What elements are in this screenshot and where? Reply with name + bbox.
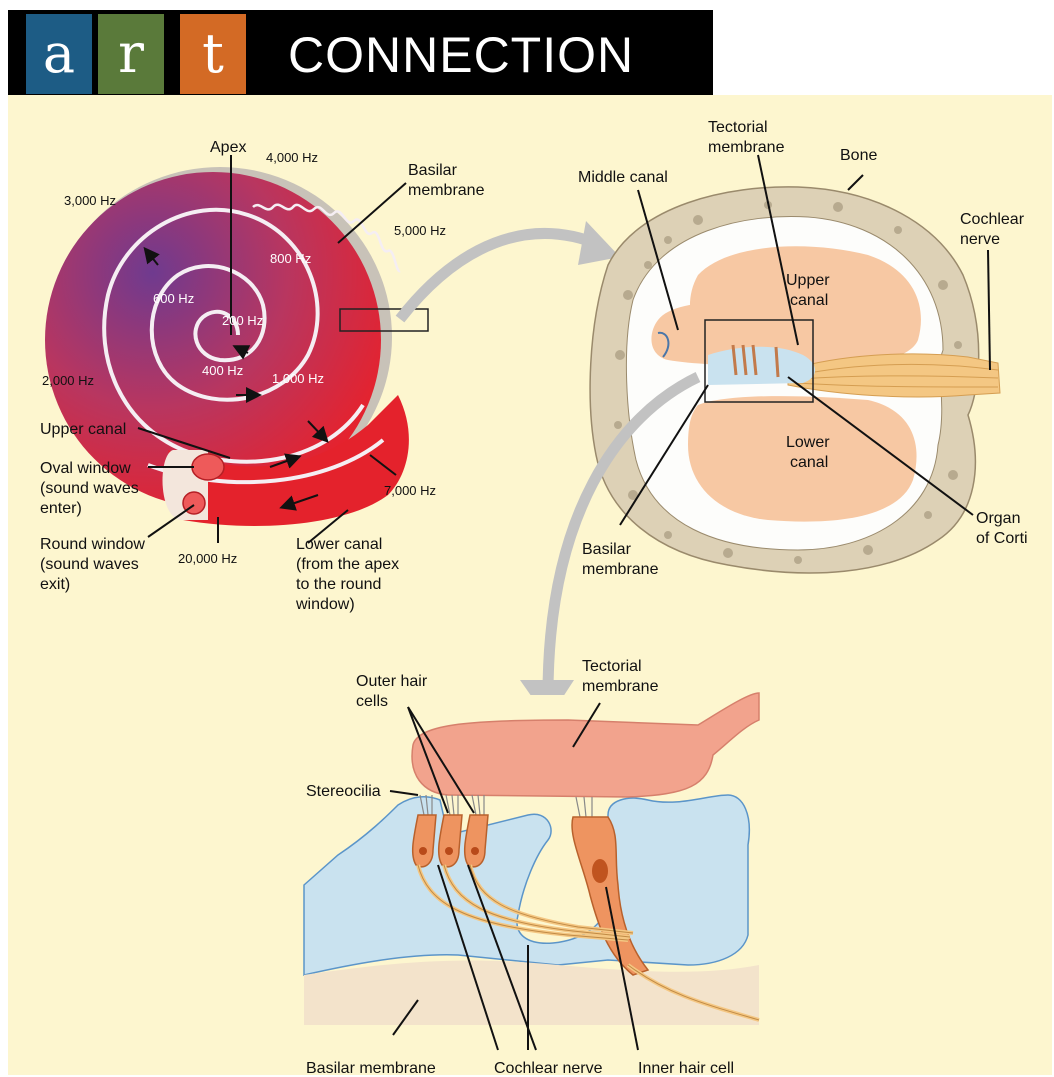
freq-400: 400 Hz — [202, 363, 243, 378]
cochlea-diagram: Apex Basilar membrane Upper canal Oval w… — [8, 95, 1052, 1075]
cs-label-organ-1: Organ — [976, 510, 1020, 527]
freq-1000: 1,000 Hz — [272, 371, 324, 386]
freq-200: 200 Hz — [222, 313, 263, 328]
cs-label-cochlear-1: Cochlear — [960, 211, 1025, 228]
cs-label-upper-2: canal — [790, 292, 828, 309]
label-oval-2: (sound waves — [40, 480, 139, 497]
detail-organ-of-corti: Outer hair cells Tectorial membrane Ster… — [304, 658, 759, 1075]
cs-label-basilar-2: membrane — [582, 561, 659, 578]
header-title: CONNECTION — [288, 30, 634, 80]
freq-20000: 20,000 Hz — [178, 551, 237, 566]
label-apex: Apex — [210, 139, 246, 156]
cs-label-middle: Middle canal — [578, 169, 668, 186]
cs-label-basilar-1: Basilar — [582, 541, 632, 558]
oval-window — [192, 454, 224, 480]
freq-800: 800 Hz — [270, 251, 311, 266]
cs-label-bone: Bone — [840, 147, 877, 164]
header-letter-a: a — [26, 14, 92, 94]
freq-2000: 2,000 Hz — [42, 373, 94, 388]
dt-label-outer-hair-1: Outer hair — [356, 673, 428, 690]
label-basilar-2: membrane — [408, 182, 485, 199]
label-lower-3: to the round — [296, 576, 381, 593]
label-round-1: Round window — [40, 536, 145, 553]
header-letter-t: t — [180, 14, 246, 94]
art-connection-header: a r t CONNECTION — [8, 10, 713, 95]
dt-label-basilar: Basilar membrane — [306, 1060, 436, 1075]
dt-label-tectorial-2: membrane — [582, 678, 659, 695]
dt-label-inner: Inner hair cell — [638, 1060, 734, 1075]
dt-label-tectorial-1: Tectorial — [582, 658, 642, 675]
label-lower-4: window) — [295, 596, 355, 613]
dt-label-nerve: Cochlear nerve — [494, 1060, 603, 1075]
cs-label-cochlear-2: nerve — [960, 231, 1000, 248]
cs-label-organ-2: of Corti — [976, 530, 1028, 547]
label-round-2: (sound waves — [40, 556, 139, 573]
header-letter-r: r — [98, 14, 164, 94]
cs-label-lower-1: Lower — [786, 434, 830, 451]
freq-7000: 7,000 Hz — [384, 483, 436, 498]
figure-panel: Apex Basilar membrane Upper canal Oval w… — [8, 95, 1052, 1075]
label-oval-1: Oval window — [40, 460, 131, 477]
cs-label-tectorial-2: membrane — [708, 139, 785, 156]
label-lower-1: Lower canal — [296, 536, 382, 553]
freq-600: 600 Hz — [153, 291, 194, 306]
cs-label-upper-1: Upper — [786, 272, 830, 289]
cs-label-tectorial-1: Tectorial — [708, 119, 768, 136]
dt-label-stereocilia: Stereocilia — [306, 783, 381, 800]
freq-3000: 3,000 Hz — [64, 193, 116, 208]
freq-5000: 5,000 Hz — [394, 223, 446, 238]
label-lower-2: (from the apex — [296, 556, 399, 573]
cs-label-lower-2: canal — [790, 454, 828, 471]
inner-hair-cell-nucleus — [592, 859, 608, 883]
dt-label-outer-hair-2: cells — [356, 693, 388, 710]
label-basilar-1: Basilar — [408, 162, 458, 179]
outer-hair-cells — [413, 815, 488, 867]
freq-4000: 4,000 Hz — [266, 150, 318, 165]
label-round-3: exit) — [40, 576, 70, 593]
label-oval-3: enter) — [40, 500, 82, 517]
label-upper-canal: Upper canal — [40, 421, 126, 438]
